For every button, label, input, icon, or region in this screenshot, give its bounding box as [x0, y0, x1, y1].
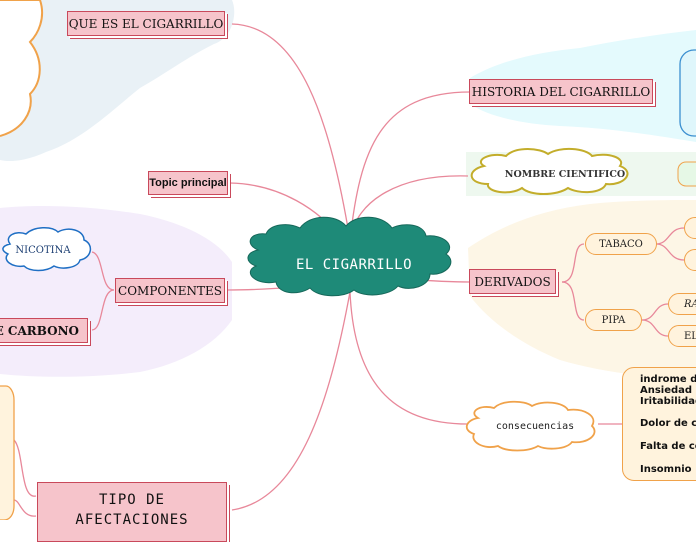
pipa-node[interactable]: PIPA [585, 309, 642, 331]
nombre-cientifico-label[interactable]: NOMBRE CIENTIFICO [504, 169, 626, 180]
note-line [640, 452, 696, 464]
nombre-cientifico-cloud [470, 148, 629, 195]
componentes-node[interactable]: COMPONENTES [115, 278, 225, 303]
note-line: Dolor de ca [640, 418, 696, 429]
tipo-de-afectaciones-line2: AFECTACIONES [75, 512, 189, 528]
nombre-child-box [677, 161, 696, 187]
consecuencias-label[interactable]: consecuencias [495, 421, 575, 432]
derivados-node[interactable]: DERIVADOS [469, 269, 556, 294]
monoxido-de-carbono-node[interactable]: DE CARBONO [0, 318, 88, 343]
note-line [640, 407, 696, 418]
note-line: Falta de co [640, 441, 696, 452]
pipa-child-ra[interactable]: RA [668, 293, 696, 315]
tipo-de-afectaciones-line1: TIPO DE [98, 492, 165, 508]
consecuencias-note[interactable]: indrome de Ansiedad Iritabilidad Dolor d… [622, 367, 696, 481]
note-line: Insomnio [640, 464, 692, 475]
nicotina-label[interactable]: NICOTINA [15, 245, 71, 256]
pipa-child-el-label: EL [684, 330, 696, 342]
tabaco-node[interactable]: TABACO [585, 233, 657, 255]
central-topic[interactable]: EL CIGARRILLO [295, 257, 413, 273]
nicotina-cloud [2, 227, 92, 272]
central-cloud [247, 216, 452, 297]
pipa-child-el[interactable]: EL [668, 325, 696, 347]
note-line: Iritabilidad [640, 396, 696, 407]
note-line [640, 429, 696, 441]
orange-cloud-partial [0, 0, 44, 137]
historia-child-box [679, 49, 696, 137]
topic-principal-node[interactable]: Topic principal [148, 171, 228, 195]
afectaciones-side-box [0, 385, 15, 520]
pipa-child-ra-label: RA [684, 298, 696, 310]
consecuencias-cloud [465, 400, 596, 452]
note-line: indrome de [640, 374, 696, 385]
que-es-el-cigarrillo-node[interactable]: QUE ES EL CIGARRILLO [67, 11, 225, 36]
historia-del-cigarrillo-node[interactable]: HISTORIA DEL CIGARRILLO [469, 79, 653, 104]
note-line: Ansiedad [640, 385, 693, 396]
tipo-de-afectaciones-node[interactable]: TIPO DE AFECTACIONES [37, 482, 227, 542]
region-que-es [0, 0, 235, 162]
